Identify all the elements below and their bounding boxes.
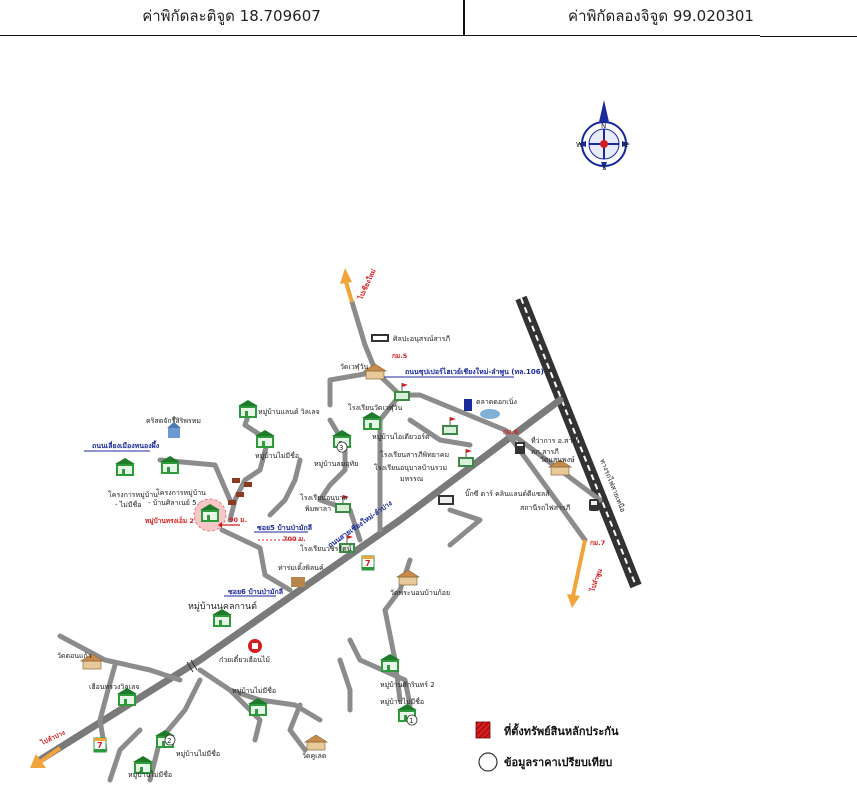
subject-property-marker [193, 498, 227, 532]
compass-s: S [602, 164, 607, 172]
bypass-label: ถนนเลี่ยงเมืองหนองผึ้ง [92, 439, 160, 450]
header-divider [463, 0, 465, 36]
village-2-label: หมู่บ้านไม่มีชื่อ [255, 451, 299, 460]
market-icon [464, 399, 472, 411]
wat-right-label: วัดแสนพงษ์ [540, 456, 575, 464]
district-office-label: ที่ว่าการ อ.สารภี [531, 436, 581, 445]
to-chiangmai-label: ไปเชียงใหม่ [355, 267, 377, 301]
village-10-label: หมู่บ้านไม่มีชื่อ [128, 770, 172, 779]
church-icon [167, 416, 181, 438]
wat-top-label: วัดเวฬุวัน [340, 363, 369, 371]
project-1-icon [115, 458, 135, 476]
svg-text:7: 7 [97, 741, 103, 750]
legend-comparable-label: ข้อมูลราคาเปรียบเทียบ [504, 756, 612, 770]
district-office-icon [515, 442, 525, 454]
district-office-b-label: สภ.สารภี [531, 448, 559, 456]
legend-collateral-label: ที่ตั้งทรัพย์สินหลักประกัน [504, 723, 619, 738]
noodle-label: ก๋วยเตี๋ยวเฮือนไม้ [219, 655, 270, 664]
school-1-icon [393, 382, 411, 402]
village-1-label: หมู่บ้านแลนด์ วิลเลจ [258, 408, 320, 416]
header-underline [0, 35, 760, 36]
school-3b-label: มหรรณ [400, 475, 424, 483]
school-3-label: โรงเรียนอนุบาลบ้านรวม [374, 463, 447, 472]
collateral-legend-icon [475, 721, 491, 739]
sculpture-label: ศิลปะอนุสรณ์สารภี [393, 335, 450, 343]
compass-e: E [624, 141, 628, 149]
station-label: สถานีรถไฟสารภี [520, 503, 571, 512]
sculpture-icon [371, 334, 389, 342]
noodle-icon [248, 639, 262, 653]
project-1b-label: - ไม่มีชื่อ [115, 500, 141, 509]
village-7-icon [380, 654, 400, 672]
school-5-label: โรงเรียนวชิรรัตน์ [300, 544, 352, 553]
soi6-label: ซอย6 บ้านป่ามักลี [228, 587, 283, 596]
project-2-label: โครงการหมู่บ้าน [156, 488, 206, 497]
ruen-label: เฮือนทรวงวิลเลจ [89, 683, 139, 691]
wat-bottom2-icon [304, 734, 328, 751]
compass-w: W [576, 141, 583, 149]
wat-bottom-icon [396, 569, 420, 586]
bigc-icon [438, 495, 454, 505]
shop-icon [291, 577, 305, 587]
wat-bottom-label: วัดพระนอนบ้านก้อย [390, 589, 450, 597]
village-1-icon [238, 400, 258, 418]
km6-label: กม.6 [503, 428, 519, 436]
wat-bottom2-label: วัดคูเลด [302, 752, 326, 760]
project-2b-label: - บ้านศิลาเนย์ 5 - [148, 499, 202, 507]
village-4-icon [362, 412, 382, 430]
coordinates-header: ค่าพิกัดละติจูด 18.709607 ค่าพิกัดลองจิจ… [0, 0, 857, 38]
station-icon [589, 499, 599, 511]
market-label: ตลาดดอกเนิ่ง [476, 397, 517, 406]
arrow-to-lamphun-icon [567, 539, 587, 608]
wat-left-label: วัดดอนแก้ว [57, 652, 92, 660]
railway-line [515, 295, 642, 589]
soi5-label: ซอย5 บ้านป่ามักลี [257, 523, 312, 532]
village-5-label: หมู่บ้านนคลกานต์ [188, 600, 257, 612]
compass-n: N [601, 122, 606, 130]
km5-label: กม.5 [392, 352, 408, 360]
project-1-label: โครงการหมู่บ้าน [108, 490, 158, 499]
marker-3: 3 [339, 444, 343, 452]
compass-rose-icon: N S E W [576, 100, 630, 172]
bigc-label: บิ๊กซี ดาร์ คลินแลนด์ดีแซลส์ [465, 488, 550, 498]
marker-2: 2 [167, 737, 171, 745]
km7-label: กม.7 [590, 539, 605, 547]
school-3-icon [457, 448, 475, 468]
comparable-legend-icon [478, 752, 498, 772]
school-4b-label: พิมพาลา [305, 505, 331, 513]
header-underline-2 [760, 36, 857, 37]
village-9-label: หมู่บ้านไม่มีชื่อ [176, 749, 220, 758]
svg-text:7: 7 [365, 559, 371, 568]
village-8-label: หมู่บ้านไม่มีชื่อ [380, 697, 424, 706]
distance-700-label: 700 ม. [283, 535, 306, 543]
village-3-label: หมู่บ้านลมอุทัย [314, 460, 358, 468]
village-7-label: หมู่บ้านศักรินทร์ 2 [380, 681, 435, 689]
village-6-label: หมู่บ้านไม่มีชื่อ [232, 686, 276, 695]
arrow-to-chiangmai-icon [340, 268, 354, 303]
school-1-label: โรงเรียนวัดเวฬุวัน [348, 403, 402, 412]
building-cluster-icon [228, 478, 252, 505]
arrow-to-lampang-icon [30, 746, 62, 768]
to-lamphun-label: ไปลำพูน [587, 567, 605, 594]
superhighway-label: ถนนซุปเปอร์ไฮเวย์เชียงใหม่-ลำพูน (ทล.106… [405, 367, 544, 377]
school-2-icon [441, 416, 459, 436]
map-legend: ที่ตั้งทรัพย์สินหลักประกัน ข้อมูลราคาเปร… [475, 721, 619, 772]
marker-1: 1 [409, 717, 413, 725]
distance-90-label: 90 ม. [229, 516, 247, 524]
village-4-label: หมู่บ้านไอเดียวอร์ต [372, 432, 430, 441]
school-2-label: โรงเรียนสารภีพิทยาคม [380, 450, 449, 459]
longitude-label: ค่าพิกัดลองจิจูด 99.020301 [568, 7, 754, 25]
shop-label: ท่าร่มเดิ้งพิลนค์ [278, 561, 324, 572]
seven-eleven-icon: 7 [361, 555, 375, 571]
seven-eleven-2-icon: 7 [93, 737, 107, 753]
school-4-label: โรงเรียนอนุบาล [300, 493, 348, 502]
church-label: คริสตจักรสิริพรหม [146, 417, 201, 425]
latitude-label: ค่าพิกัดละติจูด 18.709607 [142, 7, 321, 25]
subject-village-label: หมู่บ้านทรงเอ็ม 2 [145, 516, 194, 526]
